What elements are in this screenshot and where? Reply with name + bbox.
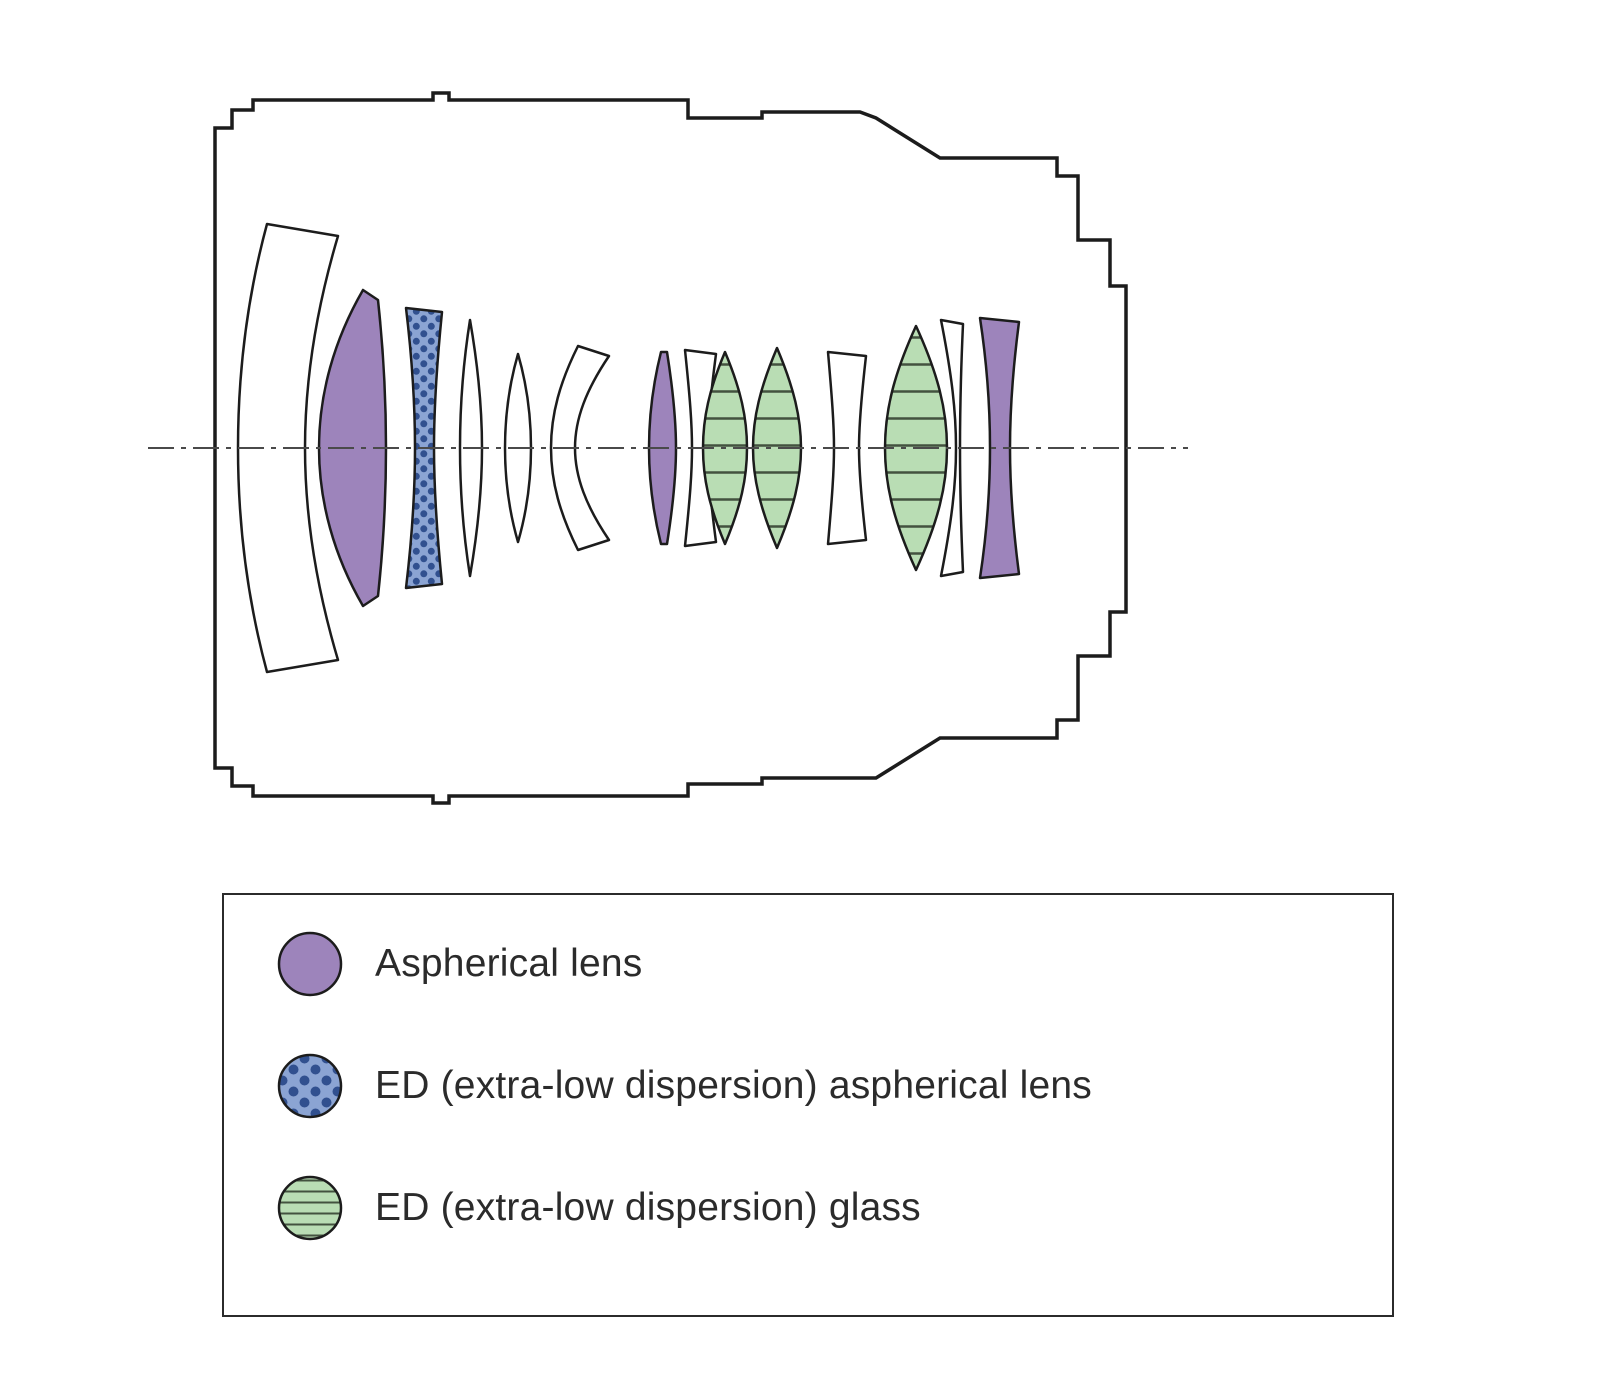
lens-element-06-glass (549, 344, 611, 552)
lens-element-14-aspherical (978, 316, 1021, 580)
legend-label-aspherical: Aspherical lens (375, 942, 643, 985)
legend-label-ed-glass: ED (extra-low dispersion) glass (375, 1186, 921, 1229)
lens-cross-section-diagram (148, 91, 1188, 805)
lens-element-10-ed-glass (751, 346, 803, 550)
legend-item-ed-aspherical: ED (extra-low dispersion) aspherical len… (277, 1053, 1392, 1119)
legend-label-ed-aspherical: ED (extra-low dispersion) aspherical len… (375, 1064, 1092, 1107)
aspherical-lens-icon (277, 931, 343, 997)
legend-item-aspherical: Aspherical lens (277, 931, 1392, 997)
ed-aspherical-lens-icon (277, 1053, 343, 1119)
legend-box: Aspherical lens ED (extra-low dispersion… (222, 893, 1394, 1317)
ed-glass-icon (277, 1175, 343, 1241)
lens-element-13-glass (939, 318, 965, 578)
legend-item-ed-glass: ED (extra-low dispersion) glass (277, 1175, 1392, 1241)
